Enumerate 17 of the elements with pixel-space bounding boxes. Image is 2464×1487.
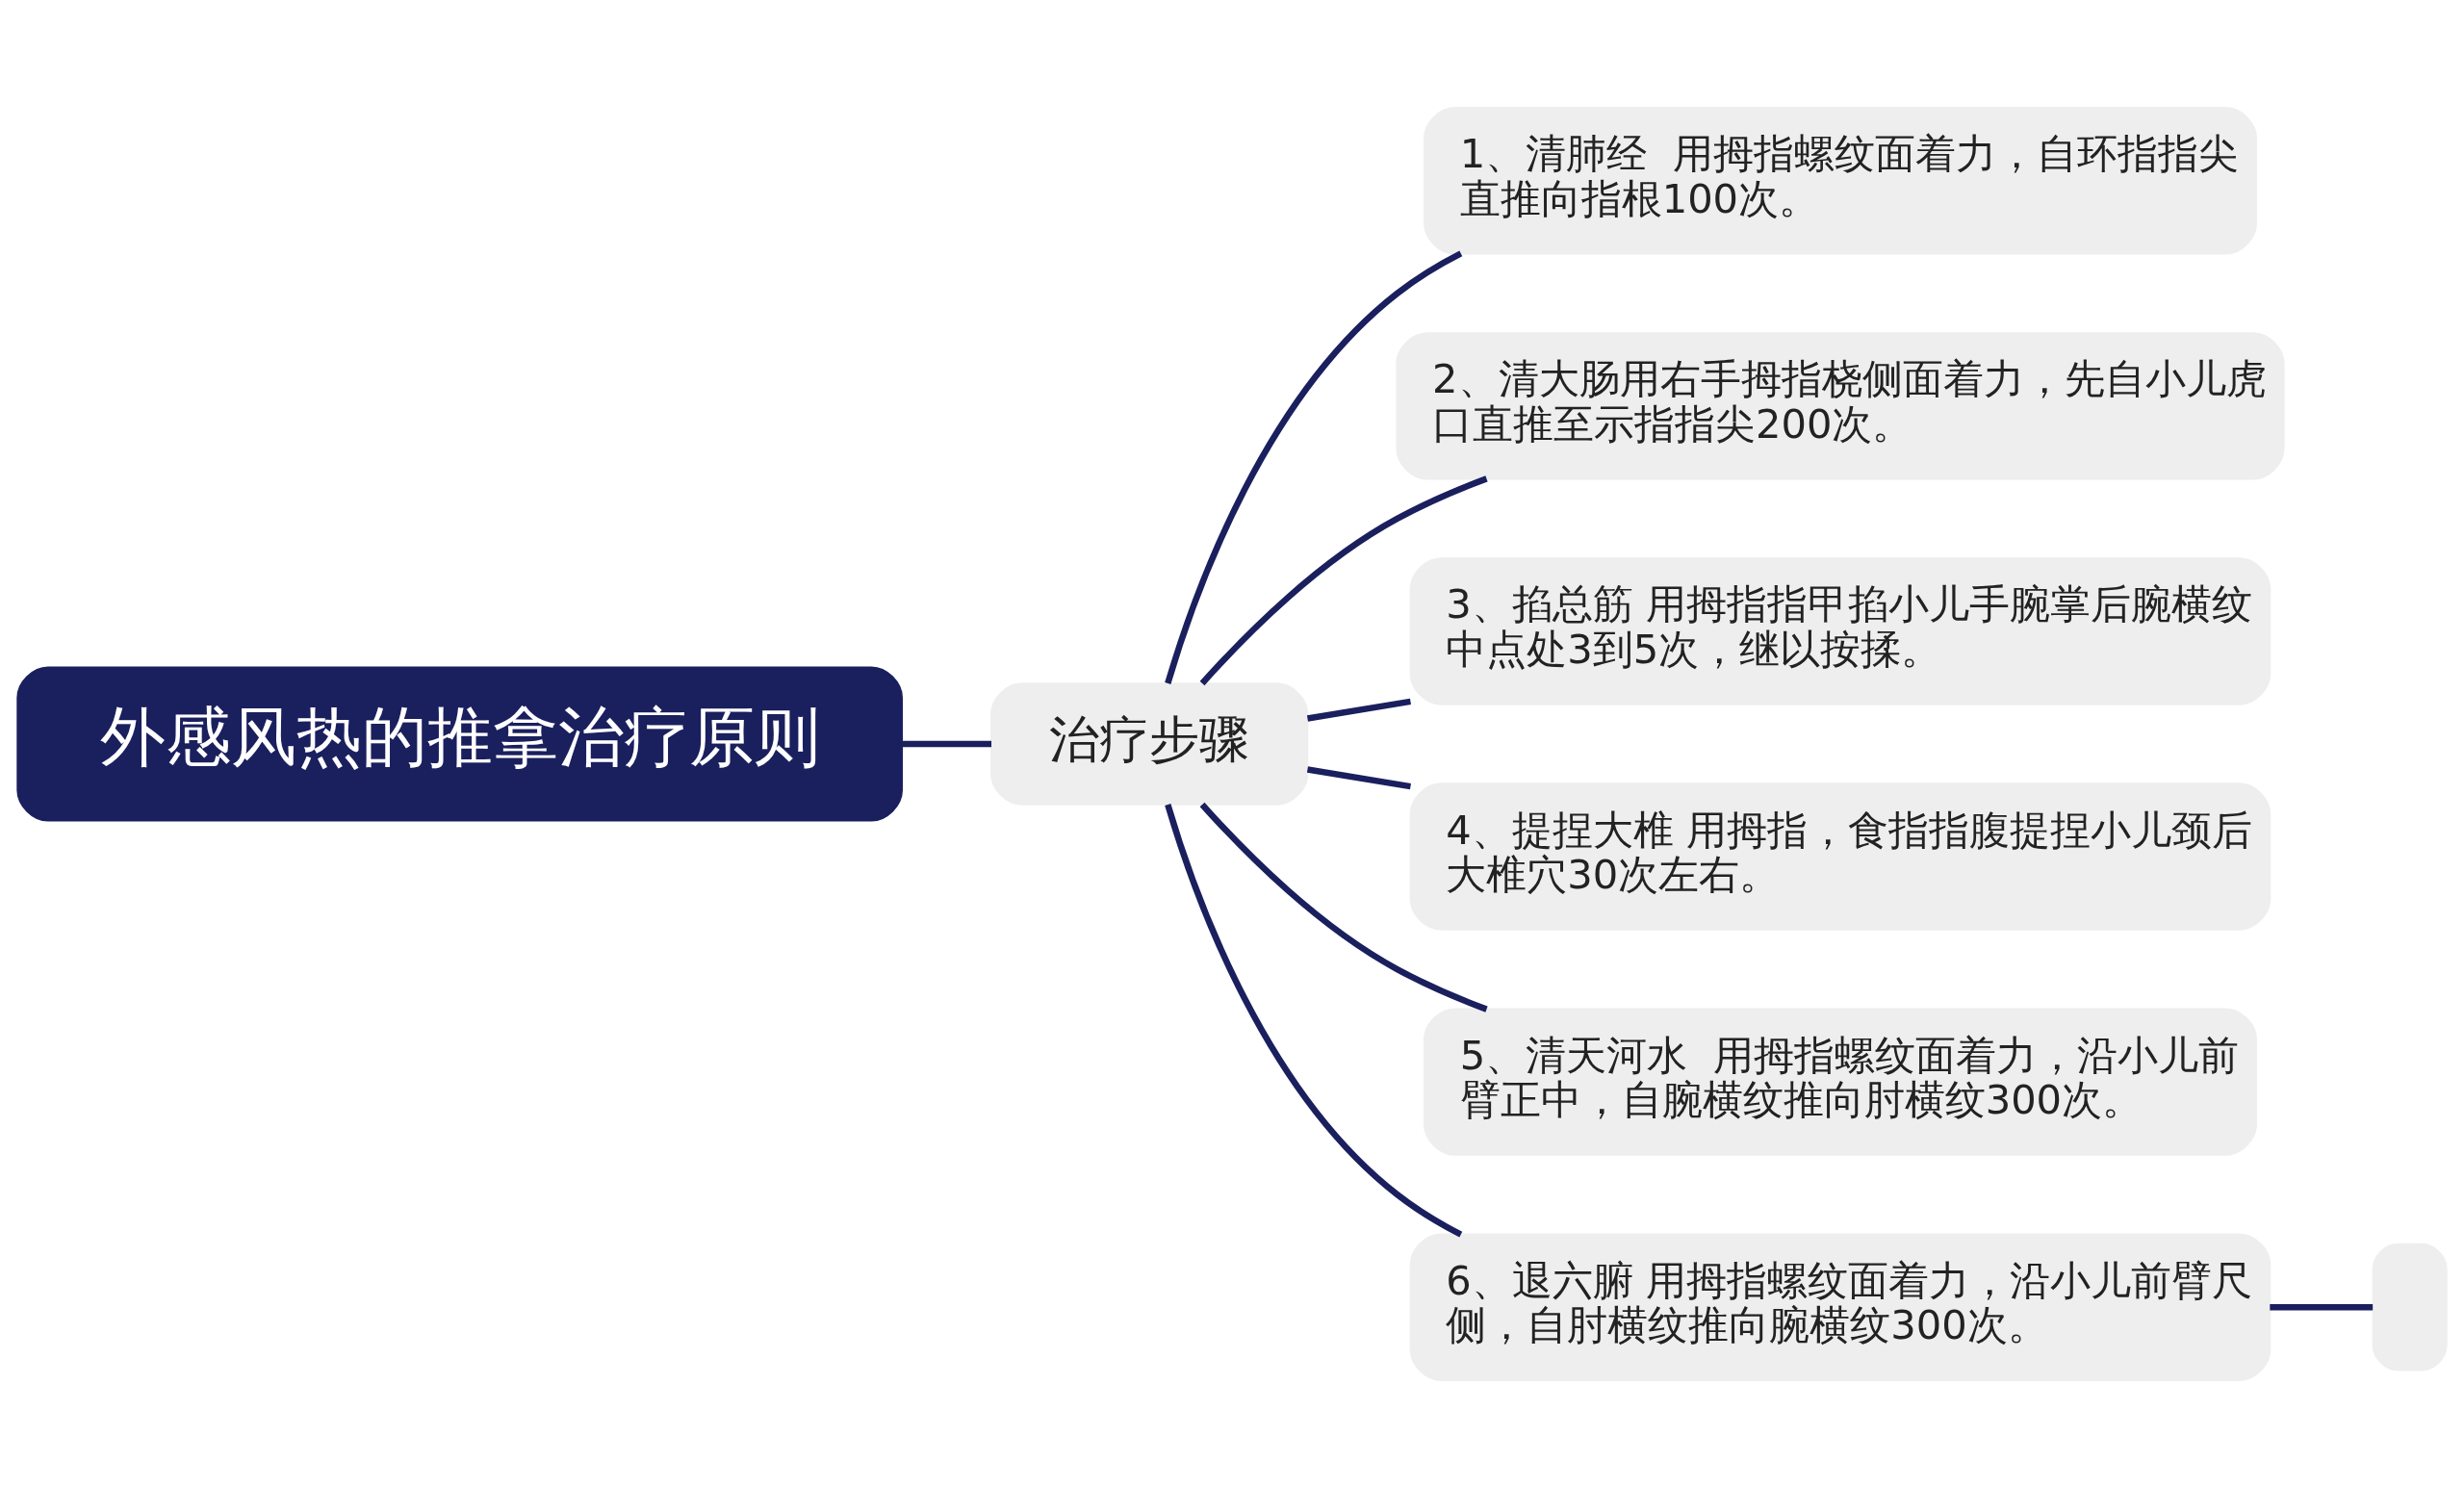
connector xyxy=(901,740,991,747)
connector xyxy=(1199,802,1488,1013)
node-box: 5、清天河水 用拇指螺纹面着力，沿小儿前臂正中，自腕横纹推向肘横纹300次。 xyxy=(1423,1007,2257,1156)
connector xyxy=(1165,250,1463,684)
connector xyxy=(1306,765,1412,789)
node-box: 治疗步骤 xyxy=(990,681,1309,806)
node-box: 4、提捏大椎 用拇指，食指指腹提捏小儿颈后大椎穴30次左右。 xyxy=(1409,782,2272,931)
node-box: 1、清肺经 用拇指螺纹面着力，自环指指尖直推向指根100次。 xyxy=(1423,106,2257,255)
connector xyxy=(1165,803,1463,1237)
connector xyxy=(2270,1303,2374,1310)
connector xyxy=(1199,474,1488,685)
node-box: 2、清大肠用右手拇指桡侧面着力，先自小儿虎口直推至示指指尖200次。 xyxy=(1396,331,2285,480)
node-box xyxy=(2372,1243,2448,1371)
node-box: 外感风热的推拿治疗原则 xyxy=(16,665,903,822)
node-box: 6、退六腑 用拇指螺纹面着力，沿小儿前臂尺侧，自肘横纹推向腕横纹300次。 xyxy=(1409,1232,2272,1381)
connector xyxy=(1306,698,1412,722)
node-box: 3、掐总筋 用拇指指甲掐小儿手腕掌后腕横纹中点处3到5次，继以按揉。 xyxy=(1409,556,2272,705)
